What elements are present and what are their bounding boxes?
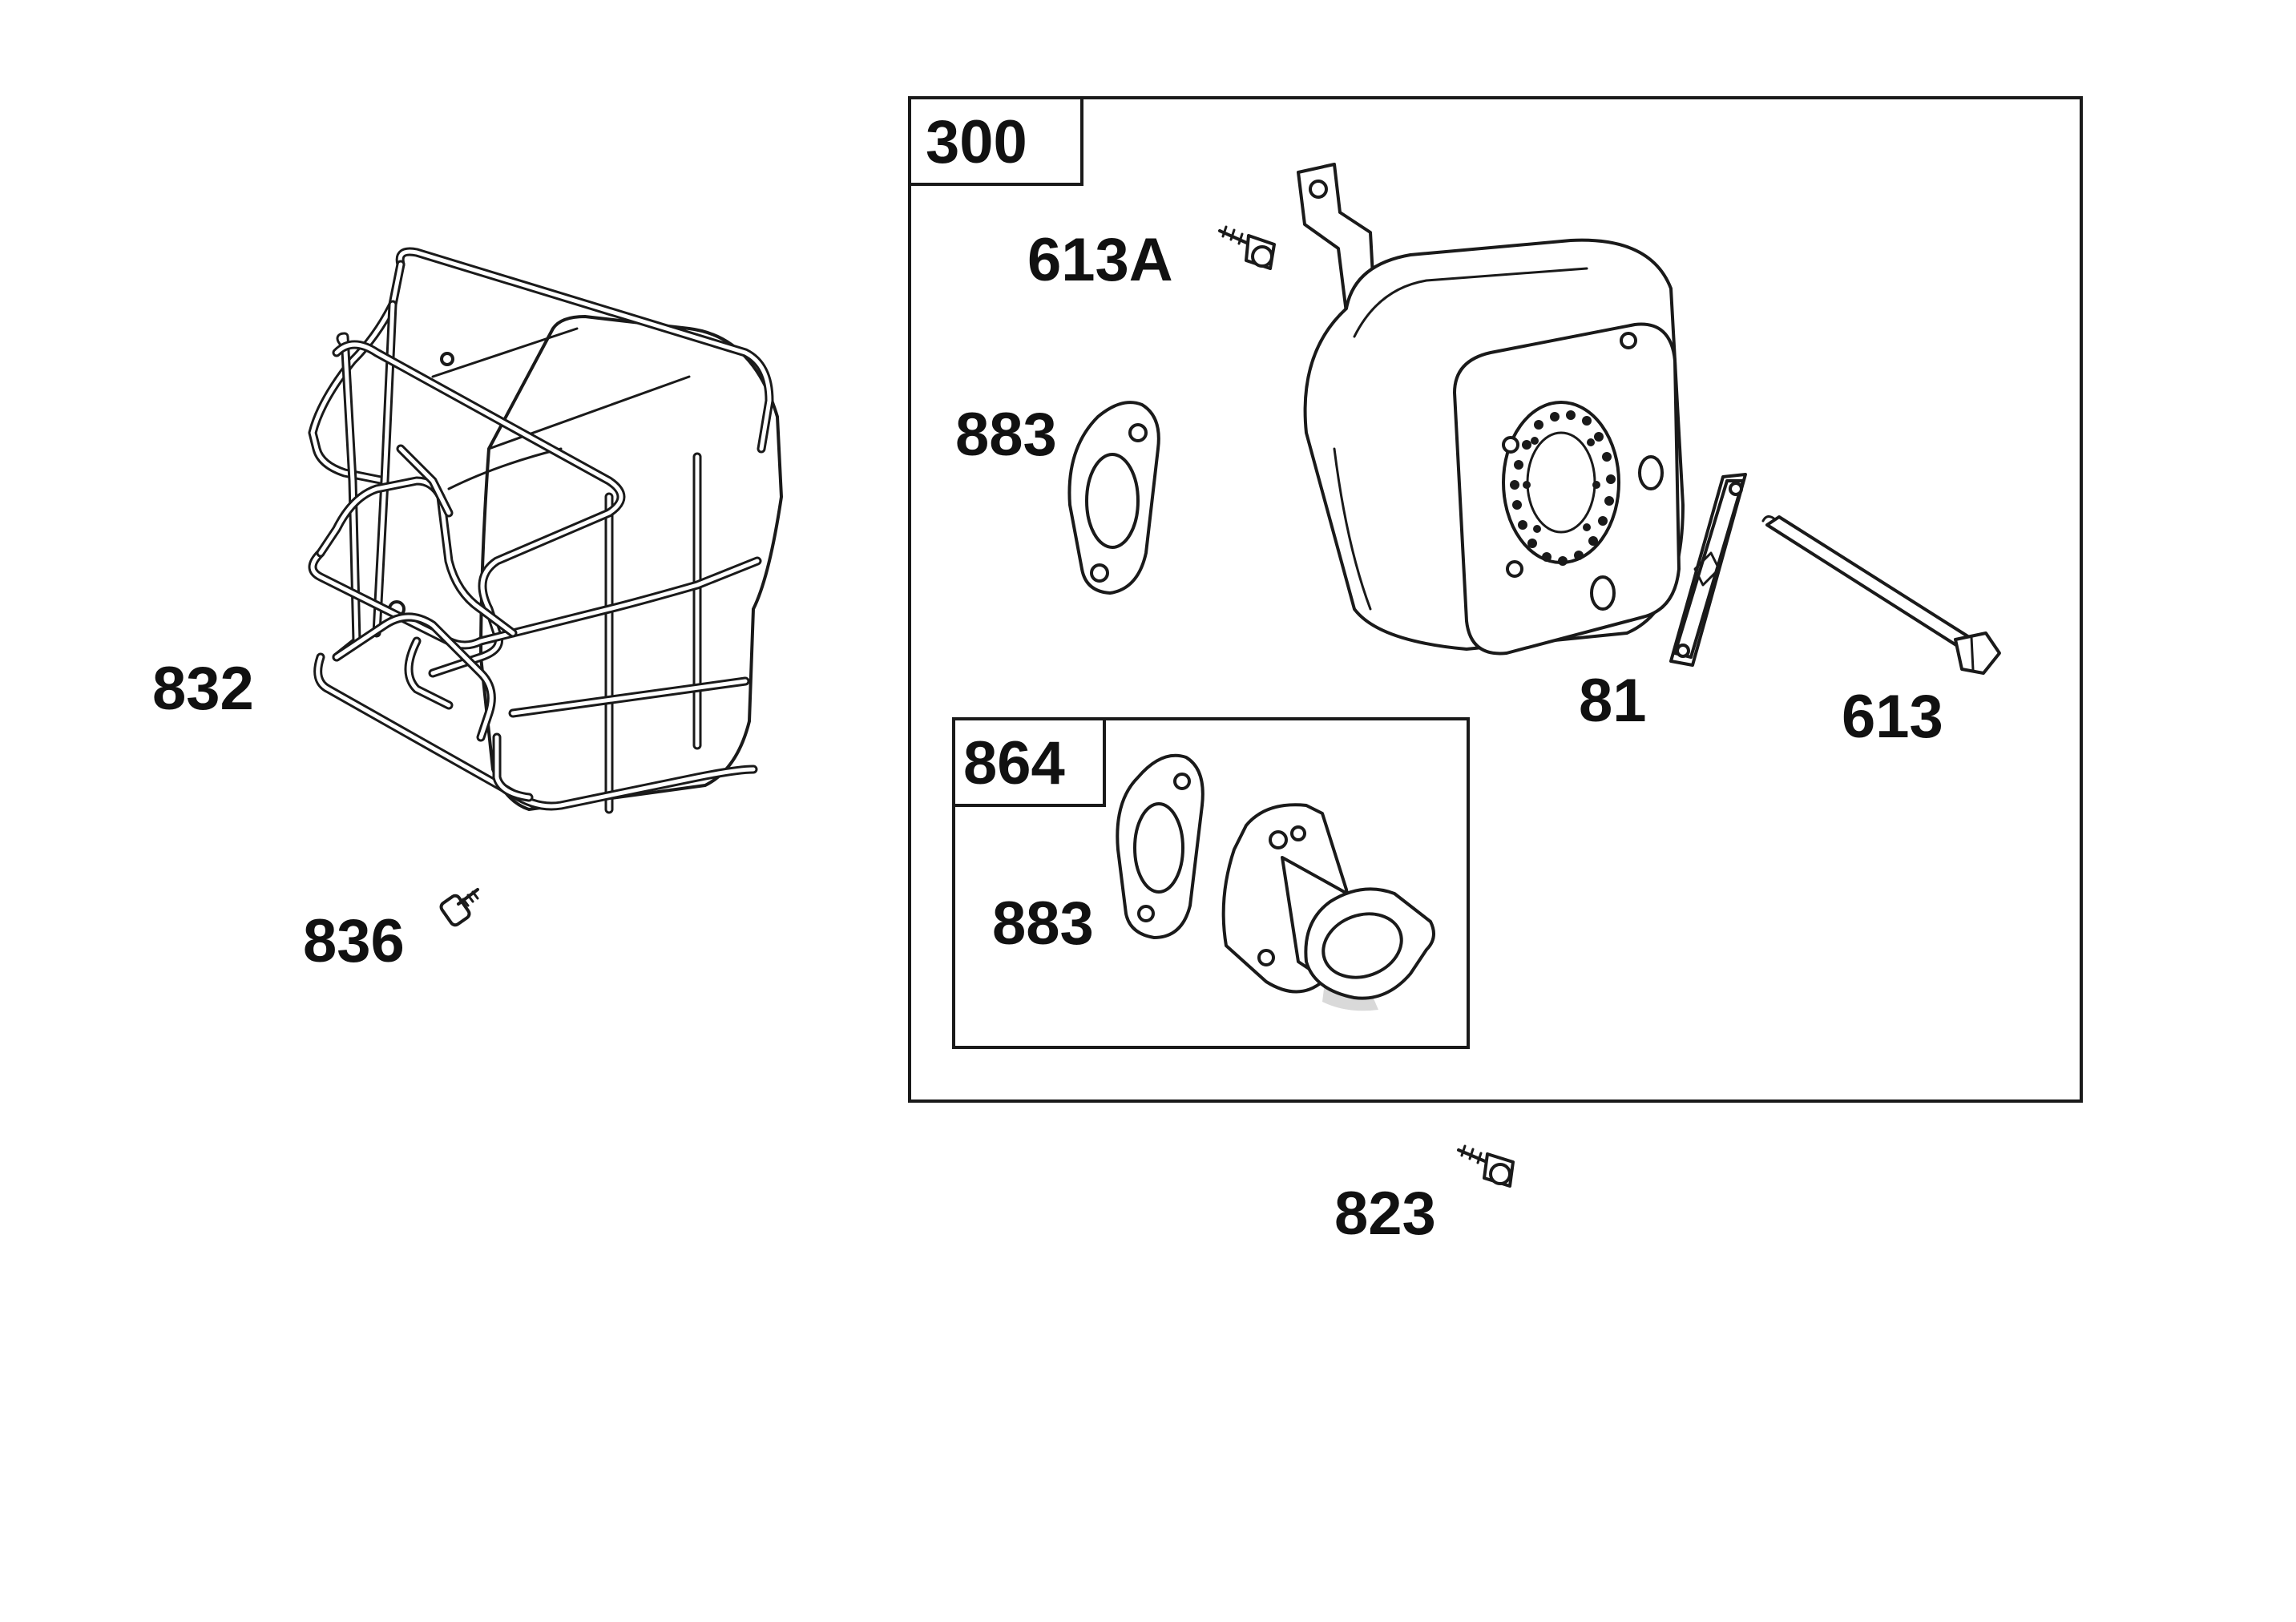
kit-300-label-box bbox=[908, 96, 1083, 186]
callout-883-top: 883 bbox=[955, 401, 1057, 469]
screw-823-illustration bbox=[1457, 1144, 1515, 1188]
callout-836: 836 bbox=[303, 907, 405, 975]
screw-836-illustration bbox=[439, 888, 479, 927]
kit-300-frame bbox=[908, 96, 2083, 1103]
gasket-883-bottom-illustration bbox=[1116, 753, 1204, 939]
lock-plate-81-illustration bbox=[1669, 473, 1747, 667]
screw-613a-illustration bbox=[1218, 225, 1276, 270]
callout-613: 613 bbox=[1842, 683, 1943, 751]
muffler-illustration bbox=[1297, 163, 1685, 656]
callout-883-bottom: 883 bbox=[992, 890, 1094, 958]
callout-613a: 613A bbox=[1027, 226, 1173, 294]
kit-864-frame bbox=[952, 717, 1470, 1049]
gasket-883-top-illustration bbox=[1067, 401, 1160, 595]
callout-823: 823 bbox=[1334, 1180, 1436, 1248]
callout-81: 81 bbox=[1579, 667, 1647, 735]
bolt-613-illustration bbox=[1761, 515, 2001, 675]
kit-864-label: 864 bbox=[963, 729, 1065, 797]
kit-864-label-box bbox=[952, 717, 1106, 807]
kit-300-label: 300 bbox=[926, 108, 1027, 176]
callout-832: 832 bbox=[152, 655, 254, 723]
exhaust-adapter-illustration bbox=[1221, 803, 1435, 1011]
perforation-holes bbox=[1510, 410, 1616, 566]
muffler-guard-illustration bbox=[308, 247, 783, 814]
